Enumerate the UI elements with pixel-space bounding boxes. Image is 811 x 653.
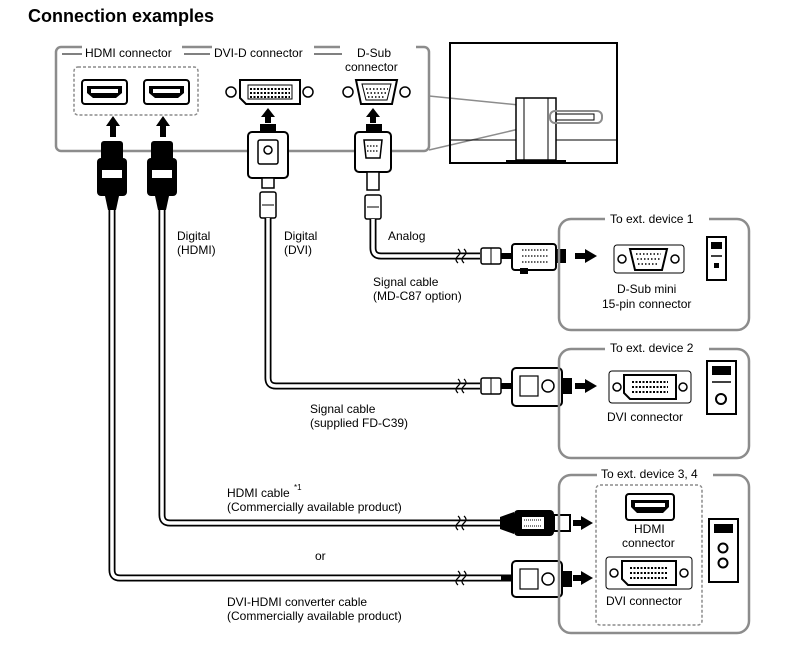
dvi-port-icon xyxy=(605,556,693,590)
hdmi-cable-label-2: (Commercially available product) xyxy=(227,500,402,514)
arrow-up-icon xyxy=(366,108,380,123)
dvi-plug-device xyxy=(501,367,572,407)
device-2-label: DVI connector xyxy=(607,410,683,424)
hdmi-port-icon xyxy=(143,79,190,105)
cable-paths xyxy=(108,210,520,582)
dsub-plug-device xyxy=(501,243,566,274)
pc-tower-icon xyxy=(708,518,739,583)
dvi-d-connector-label: DVI-D connector xyxy=(214,46,303,60)
hdmi-port-icon xyxy=(81,79,128,105)
dsub-connector-label-2: connector xyxy=(345,60,398,74)
dsub-port-icon xyxy=(342,79,411,105)
dvi-plug-monitor xyxy=(247,124,289,219)
dvi-hdmi-plug-device xyxy=(501,560,572,598)
page-title: Connection examples xyxy=(28,6,214,26)
device-34-title: To ext. device 3, 4 xyxy=(601,467,698,481)
dvi-hdmi-cable-label-2: (Commercially available product) xyxy=(227,609,402,623)
arrow-right-icon xyxy=(575,249,597,263)
dsub-plug-monitor xyxy=(354,124,392,220)
dsub-connector-label-1: D-Sub xyxy=(357,46,391,60)
dvi-cable-label-1: Signal cable xyxy=(310,402,376,416)
monitor-icon xyxy=(449,42,618,164)
analog-label: Analog xyxy=(388,229,425,243)
device-34-hdmi-label-1: HDMI xyxy=(634,522,665,536)
cable-break-marks xyxy=(455,248,467,586)
hdmi-plug-2 xyxy=(147,141,177,210)
hdmi-plug-1 xyxy=(97,141,127,210)
arrow-right-icon xyxy=(575,379,597,393)
dsub-port-icon xyxy=(613,244,685,274)
device-34-hdmi-label-2: connector xyxy=(622,536,675,550)
dvi-port-icon xyxy=(608,370,692,404)
digital-hdmi-label-2: (HDMI) xyxy=(177,243,216,257)
device-1-title: To ext. device 1 xyxy=(610,212,694,226)
device-34-ports-group xyxy=(595,484,703,626)
hdmi-port-icon xyxy=(625,493,675,521)
hdmi-ports-group xyxy=(73,66,199,116)
arrow-up-icon xyxy=(106,116,120,137)
hdmi-plug-device xyxy=(500,510,571,536)
arrow-right-icon xyxy=(573,516,593,530)
digital-hdmi-label-1: Digital xyxy=(177,229,210,243)
hdmi-cable-footnote: *1 xyxy=(294,483,302,492)
hdmi-cable-label-1: HDMI cable xyxy=(227,486,290,500)
digital-dvi-label-2: (DVI) xyxy=(284,243,312,257)
dvi-port-icon xyxy=(225,79,314,105)
dvi-hdmi-cable-label-1: DVI-HDMI converter cable xyxy=(227,595,367,609)
device-34-dvi-label: DVI connector xyxy=(606,594,682,608)
arrow-up-icon xyxy=(156,116,170,137)
dvi-cable-label-2: (supplied FD-C39) xyxy=(310,416,408,430)
arrow-right-icon xyxy=(573,571,593,585)
device-1-label-1: D-Sub mini xyxy=(617,282,676,296)
or-label: or xyxy=(315,549,326,563)
pc-tower-icon xyxy=(706,236,727,281)
digital-dvi-label-1: Digital xyxy=(284,229,317,243)
pc-tower-icon xyxy=(706,360,737,415)
arrow-up-icon xyxy=(261,108,275,123)
dsub-cable-label-1: Signal cable xyxy=(373,275,439,289)
device-2-title: To ext. device 2 xyxy=(610,341,694,355)
hdmi-connector-label: HDMI connector xyxy=(85,46,172,60)
dsub-cable-label-2: (MD-C87 option) xyxy=(373,289,462,303)
device-1-label-2: 15-pin connector xyxy=(602,297,691,311)
